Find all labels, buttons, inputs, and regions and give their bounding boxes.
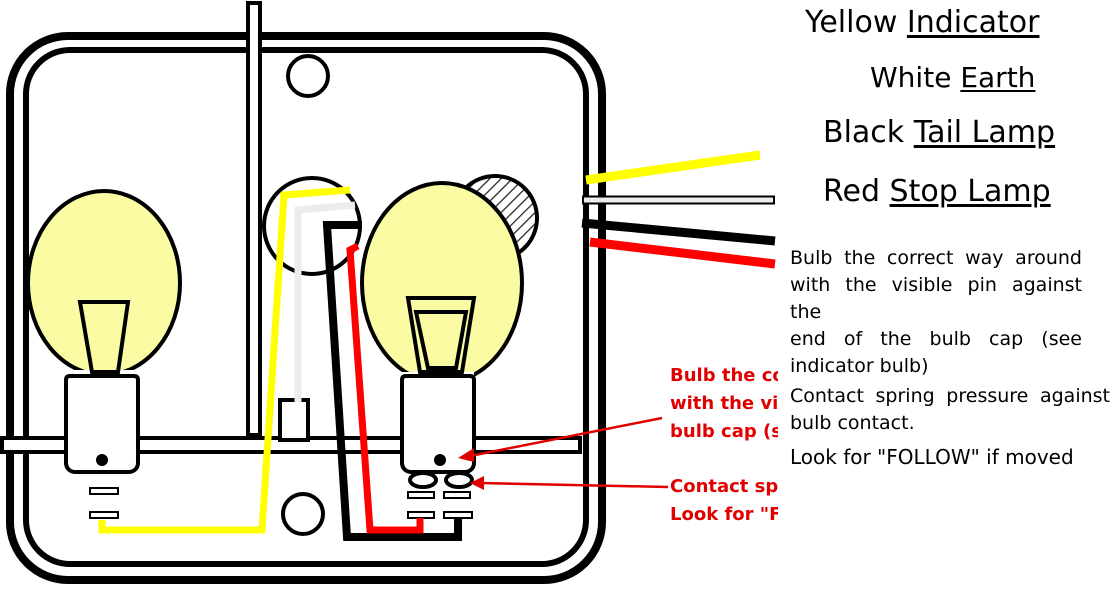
- legend-red-color: Red: [823, 174, 880, 209]
- spring-pressure-line-1: Contact spring pressure against: [790, 385, 1110, 407]
- divider-post: [246, 1, 262, 437]
- stop-terminal: [407, 511, 435, 519]
- indicator-terminal-top: [89, 487, 119, 495]
- indicator-bulb-pin: [96, 454, 108, 466]
- black-tail-wire-lead: [581, 218, 776, 246]
- stop-terminal-top-right: [443, 491, 471, 499]
- tail-terminal: [443, 511, 473, 519]
- bulb-orientation-note: Bulb the correct way around with the vis…: [790, 245, 1082, 380]
- legend-red-function: Stop Lamp: [889, 174, 1051, 209]
- stop-terminal-top-left: [407, 491, 435, 499]
- legend-red: Red Stop Lamp: [823, 174, 1051, 209]
- spring-callout-arrow: [479, 481, 669, 489]
- contact-spring-left: [408, 471, 438, 489]
- bulb-orientation-line-3: end of the bulb cap (see: [790, 328, 1082, 350]
- spring-pressure-note: Contact spring pressure against bulb con…: [790, 383, 1110, 437]
- legend-black-color: Black: [823, 115, 905, 150]
- black-tail-wire-inner: [322, 221, 462, 541]
- lamp-housing-inner: [23, 47, 589, 567]
- legend-white: White Earth: [870, 61, 1035, 94]
- bulb-orientation-line-4: indicator bulb): [790, 355, 929, 377]
- spring-pressure-line-2: bulb contact.: [790, 412, 915, 434]
- follow-note: Look for "FOLLOW" if moved: [790, 444, 1074, 471]
- yellow-indicator-wire-inner: [98, 186, 351, 534]
- bulb-orientation-line-1: Bulb the correct way around: [790, 247, 1082, 269]
- legend-black-function: Tail Lamp: [913, 115, 1056, 150]
- bulb-callout-line-2: with the visible pin against the: [670, 393, 778, 414]
- spring-callout-text: Contact spring pressure against bulb con…: [670, 473, 778, 531]
- earth-contact-block: [278, 398, 310, 442]
- legend-white-color: White: [870, 61, 952, 94]
- spring-callout-line-2: Look for "FOLLOW" if moved: [670, 504, 778, 525]
- tail-stop-bulb-filament: [405, 296, 477, 374]
- white-earth-wire-inner: [294, 201, 356, 402]
- lamp-housing-outer: [6, 32, 606, 584]
- legend-yellow-function: Indicator: [906, 5, 1040, 40]
- yellow-indicator-wire-lead: [585, 150, 761, 185]
- indicator-bulb-filament: [77, 300, 131, 374]
- bulb-callout-line-1: Bulb the correct way around: [670, 365, 778, 386]
- bulb-callout-text: Bulb the correct way around with the vis…: [670, 362, 778, 448]
- bulb-orientation-line-2: with the visible pin against the: [790, 274, 1082, 323]
- legend-yellow: Yellow Indicator: [805, 5, 1039, 40]
- red-stop-wire-inner: [346, 242, 424, 534]
- red-stop-wire-lead: [589, 237, 776, 269]
- contact-spring-right: [444, 471, 474, 489]
- indicator-terminal: [89, 511, 119, 519]
- legend-black: Black Tail Lamp: [823, 115, 1055, 150]
- stop-bulb-pin: [434, 454, 446, 466]
- mounting-hole-top: [286, 54, 330, 98]
- legend-white-function: Earth: [960, 61, 1036, 94]
- spring-callout-line-1: Contact spring pressure against bulb con…: [670, 476, 778, 497]
- legend-yellow-color: Yellow: [805, 5, 898, 40]
- mounting-hole-bottom: [281, 492, 325, 536]
- bulb-callout-arrow: [469, 416, 663, 458]
- bulb-callout-line-3: bulb cap (see indicator bulb): [670, 421, 778, 442]
- follow-line: Look for "FOLLOW" if moved: [790, 445, 1074, 469]
